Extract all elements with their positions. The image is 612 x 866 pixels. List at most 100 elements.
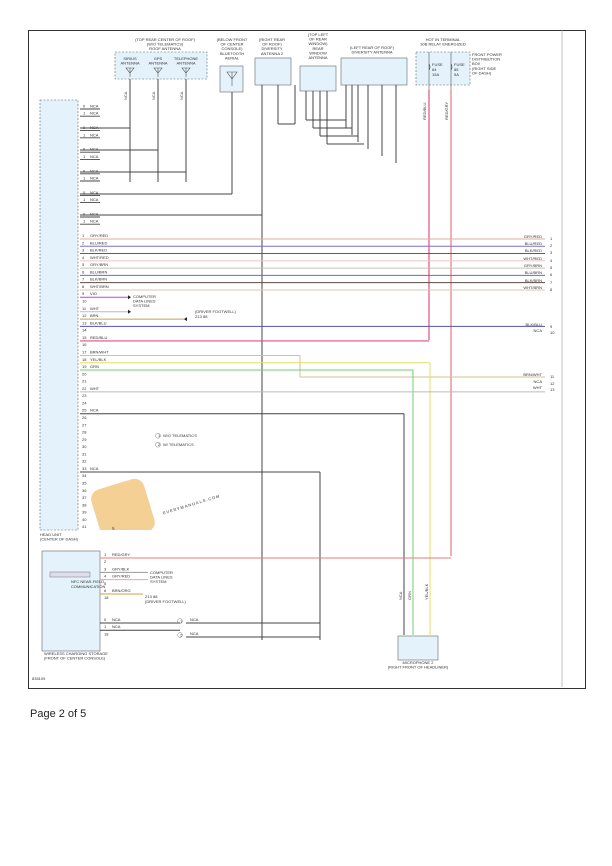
continuation-number: 11	[550, 374, 555, 379]
continuation-number: 5	[550, 265, 553, 270]
rear-window-antenna-label: WINDOW	[309, 50, 327, 55]
nca-label: NCA	[90, 212, 99, 217]
sirius-antenna-label: SIRIUS	[123, 56, 137, 61]
wire-color-label: BLK/BLU	[90, 320, 107, 325]
fuse-box-label: (RIGHT SIDE	[472, 66, 496, 71]
fuse-number: 64	[432, 67, 437, 72]
pin-number: 6	[82, 269, 85, 274]
pin-number: 22	[82, 386, 87, 391]
diversity-antenna-label: DIVERSITY ANTENNA	[351, 50, 392, 55]
computer-data-lines-label: COMPUTER	[150, 570, 173, 575]
gps-antenna-icon	[153, 67, 163, 77]
bluetooth-antenna-icon	[226, 71, 238, 86]
pin-number: 7	[82, 277, 85, 282]
rear-window-antenna-box	[299, 65, 337, 92]
wire-color-label: GRY/BRN	[90, 262, 108, 267]
mic-wire-label: NCA	[398, 591, 403, 600]
pin-number: 37	[82, 495, 87, 500]
bluetooth-aerial-label: BLUETOOTH	[220, 51, 244, 56]
pin-number: 27	[82, 422, 87, 427]
mic-wire-label: GRN	[407, 591, 412, 600]
continuation-number: 2	[550, 243, 553, 248]
diversity-antenna-2-label: OF ROOF)	[262, 42, 282, 47]
mic-wire-label: YEL/BLK	[424, 583, 429, 600]
nfc-pin-number: 6	[104, 588, 107, 593]
rear-window-antenna-label: OF REAR	[309, 37, 327, 42]
pin-number: 1	[83, 154, 86, 159]
continuation-wire-label: BLK/BRN	[525, 278, 542, 283]
continuation-wire-label: GRY/BRN	[524, 263, 542, 268]
continuation-number: 12	[550, 381, 555, 386]
nca-label: NCA	[90, 154, 99, 159]
computer-data-lines-label: DATA LINES	[150, 575, 173, 580]
continuation-number: 4	[550, 258, 553, 263]
ground-label: (DRIVER FOOTWELL)	[195, 309, 237, 314]
continuation-number: 7	[550, 280, 553, 285]
continuation-number: 13	[550, 387, 555, 392]
wireless-pin-number: 1	[104, 624, 107, 629]
pin-number: 25	[82, 408, 87, 413]
pin-number: 10	[82, 299, 87, 304]
pin-number: 16	[82, 342, 87, 347]
ground-label: Z13 88	[145, 594, 158, 599]
pin-number: 28	[82, 430, 87, 435]
nca-label: NCA	[112, 624, 121, 629]
computer-data-lines-label: COMPUTER	[133, 294, 156, 299]
nfc-pin-number: 3	[104, 566, 107, 571]
wire-color-label: VIO	[90, 291, 97, 296]
nfc-pin-number: 2	[104, 559, 107, 564]
wire-color-label: WHT/RED	[90, 255, 109, 260]
nfc-pin-number: 5	[104, 581, 107, 586]
continuation-number: 10	[550, 330, 555, 335]
fuse-icon	[428, 63, 431, 71]
gps-antenna-label: ANTENNA	[148, 61, 167, 66]
continuation-wire-label: WHT/BRN	[523, 285, 542, 290]
pin-number: 12	[82, 313, 87, 318]
wire-label: RED/BLU	[422, 103, 427, 120]
continuation-number: 9	[550, 324, 553, 329]
nca-label: NCA	[190, 617, 199, 622]
fuse-box	[415, 51, 471, 86]
computer-data-lines-label: DATA LINES	[133, 299, 156, 304]
wireless-charging-label: WIRELESS CHARGING STORAGE	[44, 651, 108, 656]
pin-number: 1	[83, 219, 86, 224]
nca-label: NCA	[90, 111, 99, 116]
nca-label: NCA	[90, 104, 99, 109]
pin-number: 31	[82, 451, 87, 456]
fuse-name: FUSE	[432, 62, 443, 67]
fuse-box-label: BOX	[472, 61, 481, 66]
gps-antenna-label: GPS	[154, 56, 163, 61]
legend-number: 1	[158, 433, 161, 438]
figure-id: 835109	[32, 676, 46, 681]
pin-number: 35	[82, 481, 87, 486]
microphone-2-label: MICROPHONE 2	[403, 660, 435, 665]
diversity-antenna-2-box	[254, 57, 292, 86]
wire-color-label: NCA	[90, 408, 99, 413]
pin-number: 4	[82, 255, 85, 260]
pin-number: 26	[82, 415, 87, 420]
pin-number: 1	[83, 197, 86, 202]
bluetooth-aerial-label: (BELOW FRONT	[217, 37, 248, 42]
pin-number: 39	[82, 510, 87, 515]
fuse-amperage: 15A	[432, 72, 439, 77]
nfc-label: NFC NEAR-FIELD	[71, 579, 104, 584]
nca-label: NCA	[179, 91, 184, 100]
pin-number: 34	[82, 473, 87, 478]
fuse-box-label: DISTRIBUTION	[472, 57, 500, 62]
roof-antenna-box	[114, 51, 208, 80]
wire-color-label: WHT/BRN	[90, 284, 109, 289]
nca-label: NCA	[151, 91, 156, 100]
pin-number: 19	[82, 364, 87, 369]
wire-color-label: NCA	[90, 466, 99, 471]
continuation-wire-label: WHT/RED	[523, 256, 542, 261]
pin-number: 0	[83, 104, 86, 109]
telephone-antenna-label: ANTENNA	[176, 61, 195, 66]
continuation-wire-label: BRN/WHT	[523, 372, 542, 377]
variant-number: 1	[180, 618, 183, 623]
variant-circle-icon	[177, 618, 183, 624]
nfc-pin-number: 4	[104, 574, 107, 579]
nfc-wire-label: BRN/ORG	[112, 588, 131, 593]
ground-label: (DRIVER FOOTWELL)	[145, 599, 187, 604]
